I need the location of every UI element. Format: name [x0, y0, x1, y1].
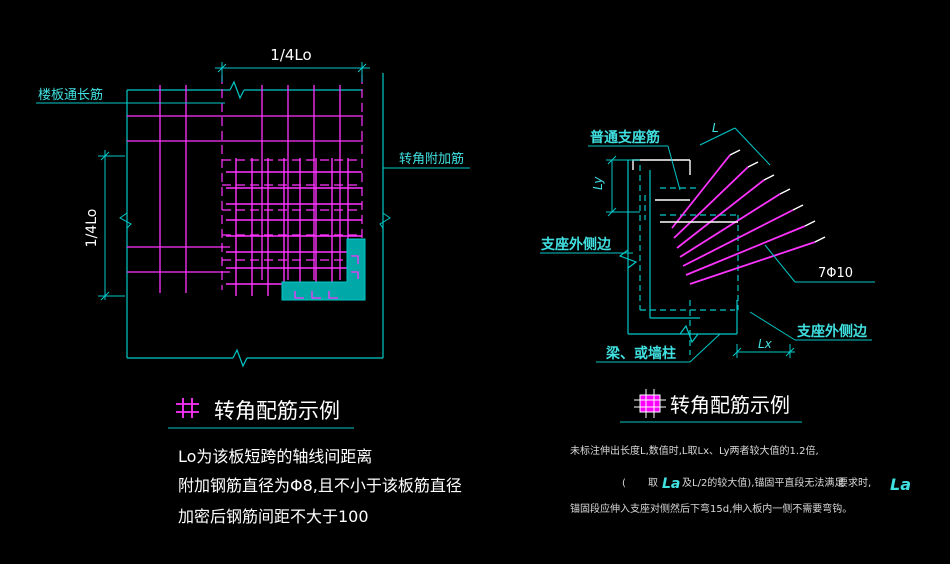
- right-dims: [606, 127, 795, 358]
- beam-outline: [618, 160, 738, 344]
- right-detail: 普通支座筋 支座外侧边 支座外侧边 梁、或墙柱 7Φ10 Ly Lx L 转角配…: [540, 121, 911, 515]
- dim-lx-label: Lx: [758, 337, 773, 351]
- corner-support-fill: [281, 238, 366, 301]
- slab-outline: [126, 73, 384, 368]
- right-note-line-3: 锚固段应伸入支座对侧然后下弯15d,伸入板内一侧不需要弯钩。: [570, 502, 852, 515]
- right-note-la-symbol-2: La: [890, 475, 911, 494]
- label-outer-edge-right: 支座外侧边: [796, 323, 868, 340]
- right-leaders: [540, 145, 875, 363]
- dim-l-label: L: [712, 121, 719, 135]
- label-support-rebar: 普通支座筋: [590, 129, 660, 146]
- support-dashed: [639, 165, 739, 355]
- right-note-line-2d: 要求时,: [838, 477, 871, 489]
- left-note-line-2: 附加钢筋直径为Φ8,且不小于该板筋直径: [178, 476, 462, 495]
- label-long-rebar: 楼板通长筋: [38, 87, 103, 103]
- leader-lines: [36, 102, 470, 229]
- rebar-hooks: [294, 255, 359, 299]
- right-note-la-symbol-1: La: [662, 476, 680, 492]
- dim-left: [98, 150, 125, 301]
- right-legend-symbol-lines: [634, 389, 666, 418]
- dim-left-label: 1/4Lo: [84, 209, 100, 248]
- slab-through-rebars: [127, 85, 363, 293]
- left-note-line-3: 加密后钢筋间距不大于100: [178, 507, 369, 526]
- left-legend-symbol: [176, 398, 199, 418]
- right-note-line-2c: 及L/2的较大值),锚固平直段无法满足: [682, 476, 844, 489]
- label-rebar-spec: 7Φ10: [818, 266, 853, 281]
- dim-top-label: 1/4Lo: [270, 46, 311, 64]
- corner-rebar-grid: [226, 158, 362, 296]
- radiating-rebars: [671, 154, 816, 285]
- right-note-line-2a: (: [622, 478, 626, 489]
- label-beam-wall: 梁、或墙柱: [605, 345, 676, 362]
- left-note-line-1: Lo为该板短跨的轴线间距离: [178, 447, 372, 466]
- label-corner-rebar: 转角附加筋: [399, 151, 464, 167]
- right-note-line-2b: 取: [648, 477, 658, 489]
- right-note-line-1: 未标注伸出长度L,数值时,L取Lx、Ly两者较大值的1.2倍,: [570, 444, 819, 457]
- support-dashed-lines: [221, 75, 363, 290]
- rebar-hook-ends: [729, 149, 826, 243]
- dim-top: [215, 62, 370, 82]
- dim-ly-label: Ly: [591, 176, 605, 190]
- label-outer-edge-left: 支座外侧边: [540, 236, 612, 253]
- left-legend-title: 转角配筋示例: [214, 399, 340, 423]
- right-legend-symbol: [639, 394, 661, 413]
- right-legend-title: 转角配筋示例: [670, 393, 790, 417]
- left-detail: 1/4Lo 1/4Lo 楼板通长筋 转角附加筋 转角配筋示例 Lo为该: [36, 46, 470, 526]
